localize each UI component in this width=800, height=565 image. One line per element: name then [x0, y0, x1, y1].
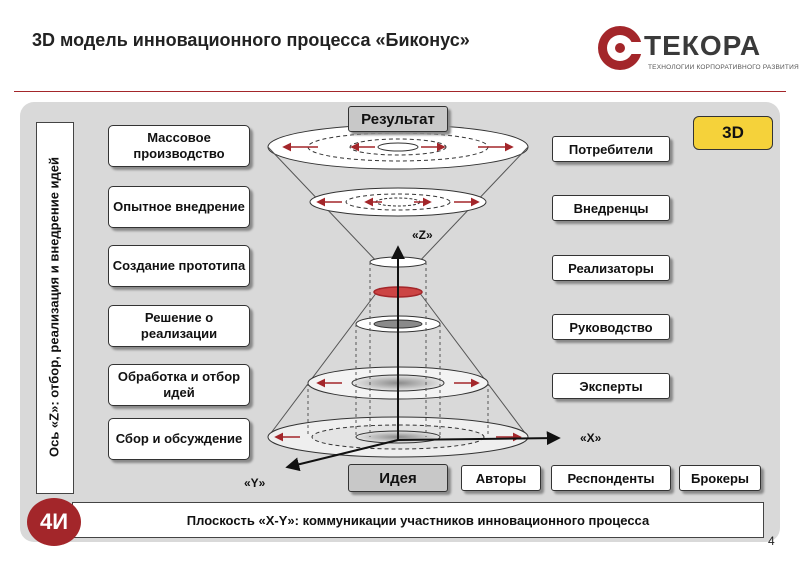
- stage-mass-production: Массовое производство: [108, 125, 250, 167]
- logo-mark-icon: [598, 26, 644, 70]
- stage-processing: Обработка и отбор идей: [108, 364, 250, 406]
- stage-prototype: Создание прототипа: [108, 245, 250, 287]
- x-axis-line: [397, 431, 561, 446]
- logo-tagline: ТЕХНОЛОГИИ КОРПОРАТИВНОГО РАЗВИТИЯ: [648, 64, 799, 71]
- axis-label-x: «X»: [580, 431, 602, 445]
- page-number: 4: [768, 534, 775, 548]
- axis-label-y: «Y»: [244, 476, 266, 490]
- idea-label: Идея: [348, 464, 448, 492]
- page-title: 3D модель инновационного процесса «Бикон…: [32, 30, 470, 50]
- stage-decision: Решение о реализации: [108, 305, 250, 347]
- logo-name: ТЕКОРА: [644, 30, 762, 61]
- tekora-logo: ТЕКОРА ТЕХНОЛОГИИ КОРПОРАТИВНОГО РАЗВИТИ…: [598, 22, 799, 77]
- badge-3d: 3D: [693, 116, 773, 150]
- z-axis-bar: [36, 122, 74, 494]
- plane-caption: Плоскость «X-Y»: коммуникации участников…: [72, 502, 764, 538]
- participant-realizers: Реализаторы: [552, 255, 670, 281]
- badge-4i: 4И: [27, 498, 81, 546]
- participant-management: Руководство: [552, 314, 670, 340]
- stage-pilot-implementation: Опытное внедрение: [108, 186, 250, 228]
- lower-cone-side-left: [267, 287, 381, 438]
- participant-respondents: Респонденты: [551, 465, 671, 491]
- participant-brokers: Брокеры: [679, 465, 761, 491]
- axis-label-z: «Z»: [412, 228, 433, 242]
- lower-cone-side-right: [415, 287, 529, 438]
- header-divider: [14, 91, 786, 92]
- participant-experts: Эксперты: [552, 373, 670, 399]
- y-axis-line: [285, 439, 399, 472]
- participant-authors: Авторы: [461, 465, 541, 491]
- participant-implementers: Внедренцы: [552, 195, 670, 221]
- result-label: Результат: [348, 106, 448, 132]
- stage-collection: Сбор и обсуждение: [108, 418, 250, 460]
- participant-consumers: Потребители: [552, 136, 670, 162]
